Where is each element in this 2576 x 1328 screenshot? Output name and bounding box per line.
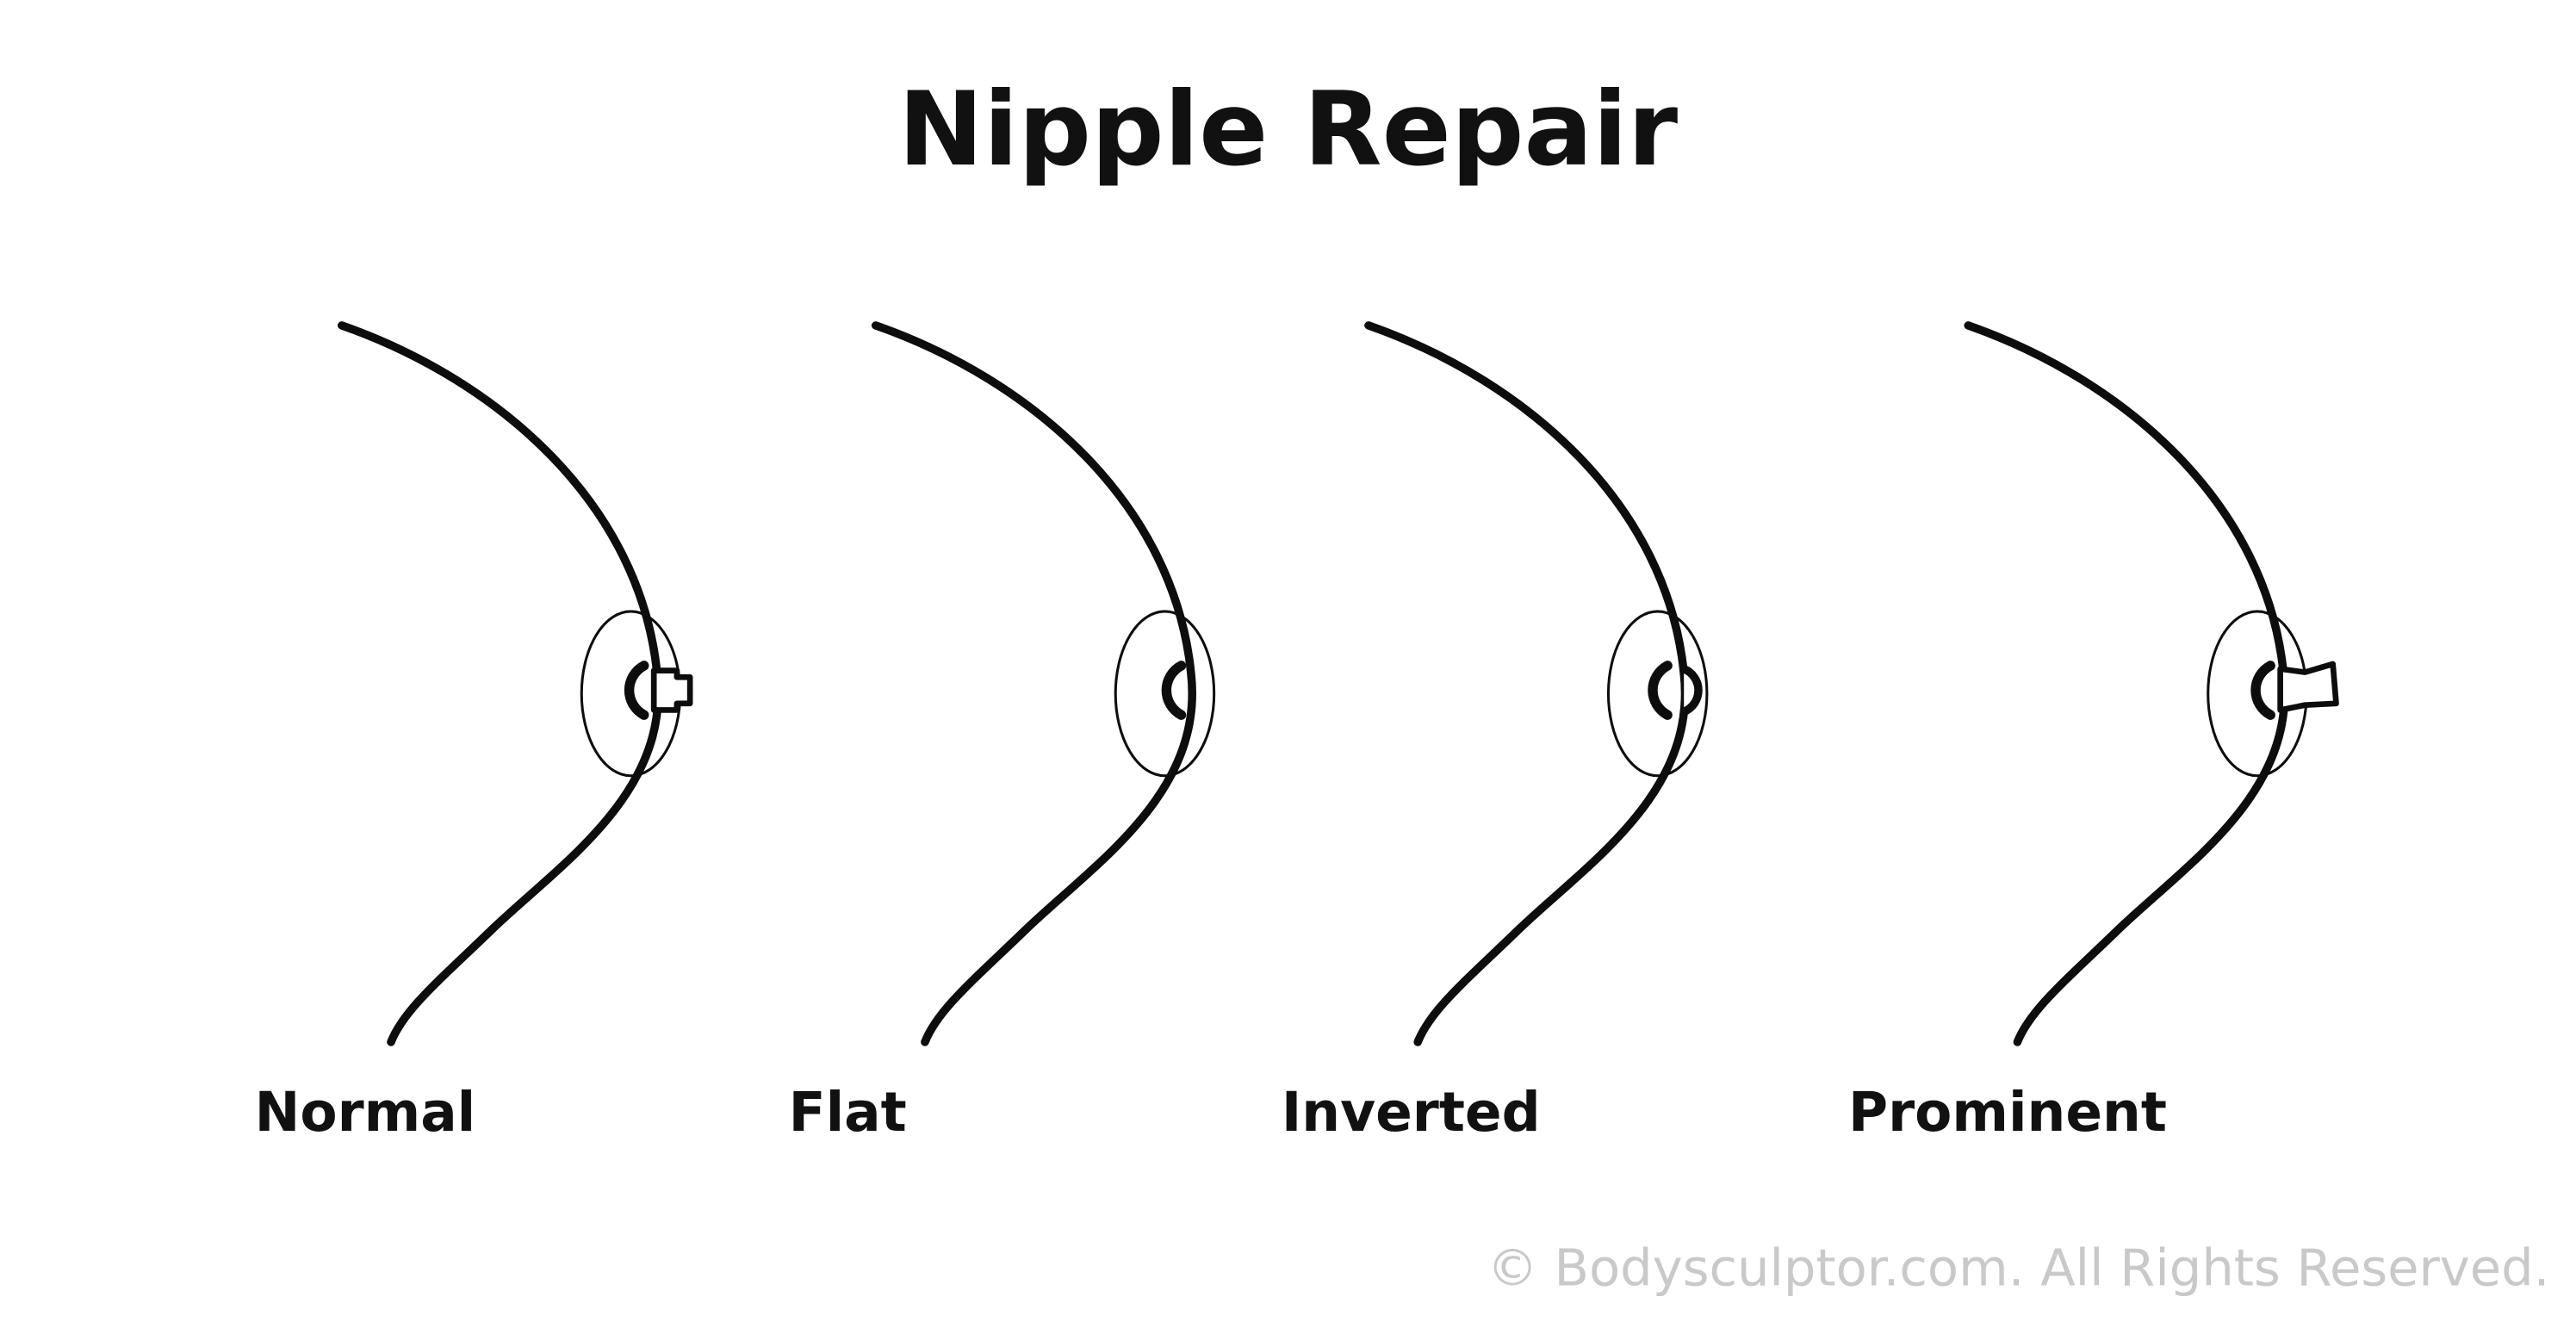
panel-inverted (1369, 326, 1709, 1042)
nipple-prominent-shape (2277, 661, 2339, 713)
label-flat: Flat (789, 1081, 907, 1144)
breast-outline (1968, 326, 2285, 1042)
nipple-crescent (1166, 666, 1181, 715)
panel-flat (876, 326, 1216, 1042)
nipple-crescent (630, 666, 644, 715)
label-normal: Normal (255, 1081, 476, 1144)
breast-outline (876, 326, 1193, 1042)
panel-prominent (1968, 326, 2339, 1042)
copyright-notice: © Bodysculptor.com. All Rights Reserved. (1487, 1238, 2550, 1297)
nipple-crescent (2256, 666, 2270, 715)
breast-outline (342, 326, 659, 1042)
panel-normal (342, 326, 693, 1042)
label-inverted: Inverted (1282, 1081, 1541, 1144)
nipple-crescent (1653, 666, 1667, 715)
nipple-normal-shape (650, 667, 693, 713)
breast-outline (1369, 326, 1685, 1042)
label-prominent: Prominent (1848, 1081, 2167, 1144)
inverted-dimple (1679, 664, 1703, 717)
page-title: Nipple Repair (898, 70, 1678, 189)
